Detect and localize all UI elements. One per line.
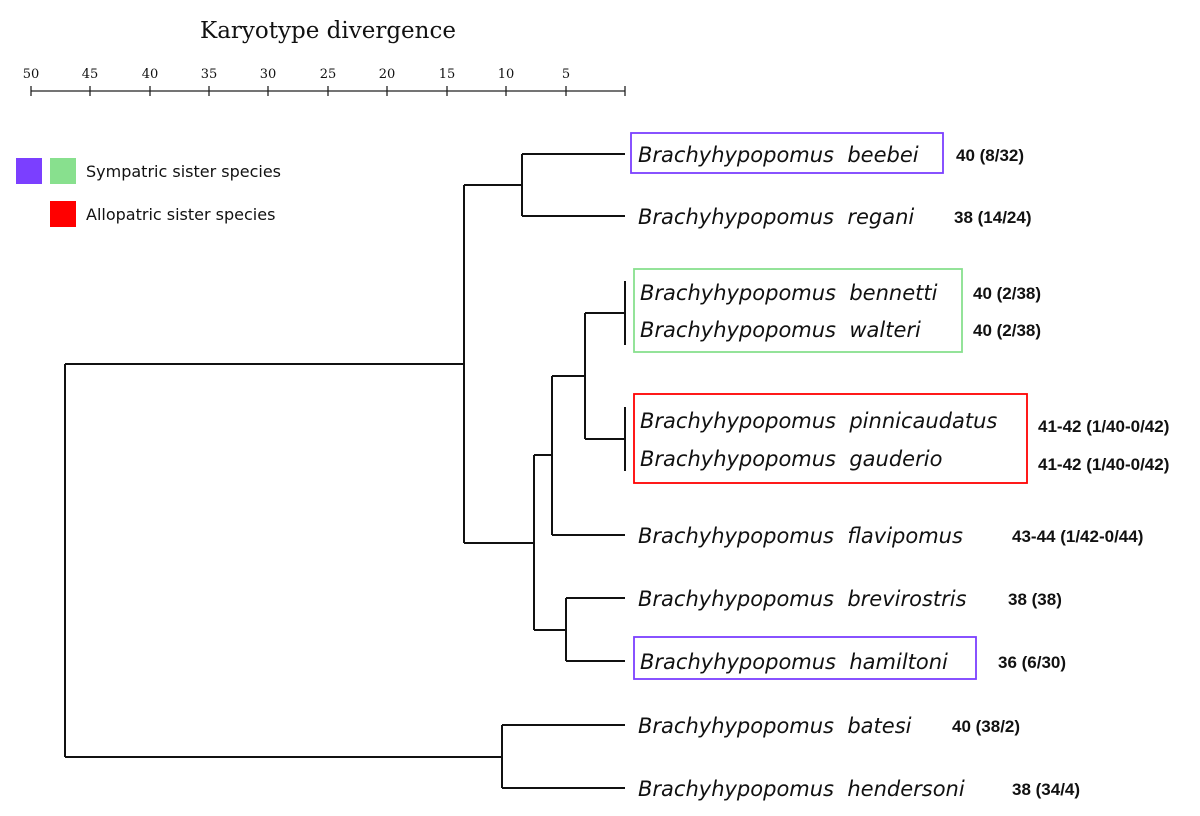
legend: Sympatric sister species Allopatric sist…: [16, 158, 281, 227]
box-bennetti-walteri-sympatric: [633, 268, 963, 353]
highlight-boxes: [630, 132, 1028, 680]
species-label: Brachyhypopomus hamiltoni: [640, 650, 948, 674]
karyotype-label: 41-42 (1/40-0/42): [1038, 417, 1169, 436]
species-label: Brachyhypopomus hendersoni: [638, 777, 965, 801]
species-label: Brachyhypopomus beebei: [638, 143, 919, 167]
karyotype-labels: 40 (8/32) 38 (14/24) 40 (2/38) 40 (2/38)…: [952, 146, 1169, 799]
species-label: Brachyhypopomus batesi: [638, 714, 912, 738]
species-label: Brachyhypopomus regani: [638, 205, 914, 229]
karyotype-label: 43-44 (1/42-0/44): [1012, 527, 1143, 546]
box-hamiltoni-sympatric: [633, 636, 977, 680]
tick-label: 20: [379, 67, 396, 82]
karyotype-label: 38 (14/24): [954, 208, 1032, 227]
karyotype-label: 40 (38/2): [952, 717, 1020, 736]
legend-label-sympatric: Sympatric sister species: [86, 162, 281, 181]
tick-label: 45: [82, 67, 99, 82]
karyotype-label: 36 (6/30): [998, 653, 1066, 672]
karyotype-label: 38 (38): [1008, 590, 1062, 609]
legend-label-allopatric: Allopatric sister species: [86, 205, 275, 224]
tick-label: 50: [23, 67, 40, 82]
tick-label: 15: [439, 67, 456, 82]
species-label: Brachyhypopomus bennetti: [640, 281, 938, 305]
legend-swatch-sympatric-purple: [16, 158, 42, 184]
species-label: Brachyhypopomus flavipomus: [638, 524, 963, 548]
box-beebei-sympatric: [630, 132, 944, 174]
tick-labels: 50 45 40 35 30 25 20 15 10 5: [23, 67, 570, 82]
karyotype-label: 40 (2/38): [973, 321, 1041, 340]
karyotype-label: 38 (34/4): [1012, 780, 1080, 799]
tick-label: 30: [260, 67, 277, 82]
species-label: Brachyhypopomus walteri: [640, 318, 921, 342]
species-label: Brachyhypopomus brevirostris: [638, 587, 967, 611]
species-label: Brachyhypopomus pinnicaudatus: [640, 409, 997, 433]
species-labels: Brachyhypopomus beebei Brachyhypopomus r…: [638, 143, 997, 801]
axis-title: Karyotype divergence: [200, 18, 456, 44]
karyotype-label: 40 (8/32): [956, 146, 1024, 165]
box-pinnicaudatus-gauderio-allopatric: [633, 393, 1028, 484]
tick-label: 40: [142, 67, 159, 82]
legend-swatch-sympatric-green: [50, 158, 76, 184]
tick-label: 10: [498, 67, 515, 82]
karyotype-label: 40 (2/38): [973, 284, 1041, 303]
divergence-axis: Karyotype divergence 50 45 40 35 30 25 2…: [23, 18, 626, 96]
axis-ticks: [30, 86, 626, 96]
legend-swatch-allopatric-red: [50, 201, 76, 227]
karyotype-label: 41-42 (1/40-0/42): [1038, 455, 1169, 474]
tick-label: 25: [320, 67, 337, 82]
tick-label: 35: [201, 67, 218, 82]
tree-branches: [64, 153, 626, 789]
tick-label: 5: [562, 67, 570, 82]
species-label: Brachyhypopomus gauderio: [640, 447, 942, 471]
